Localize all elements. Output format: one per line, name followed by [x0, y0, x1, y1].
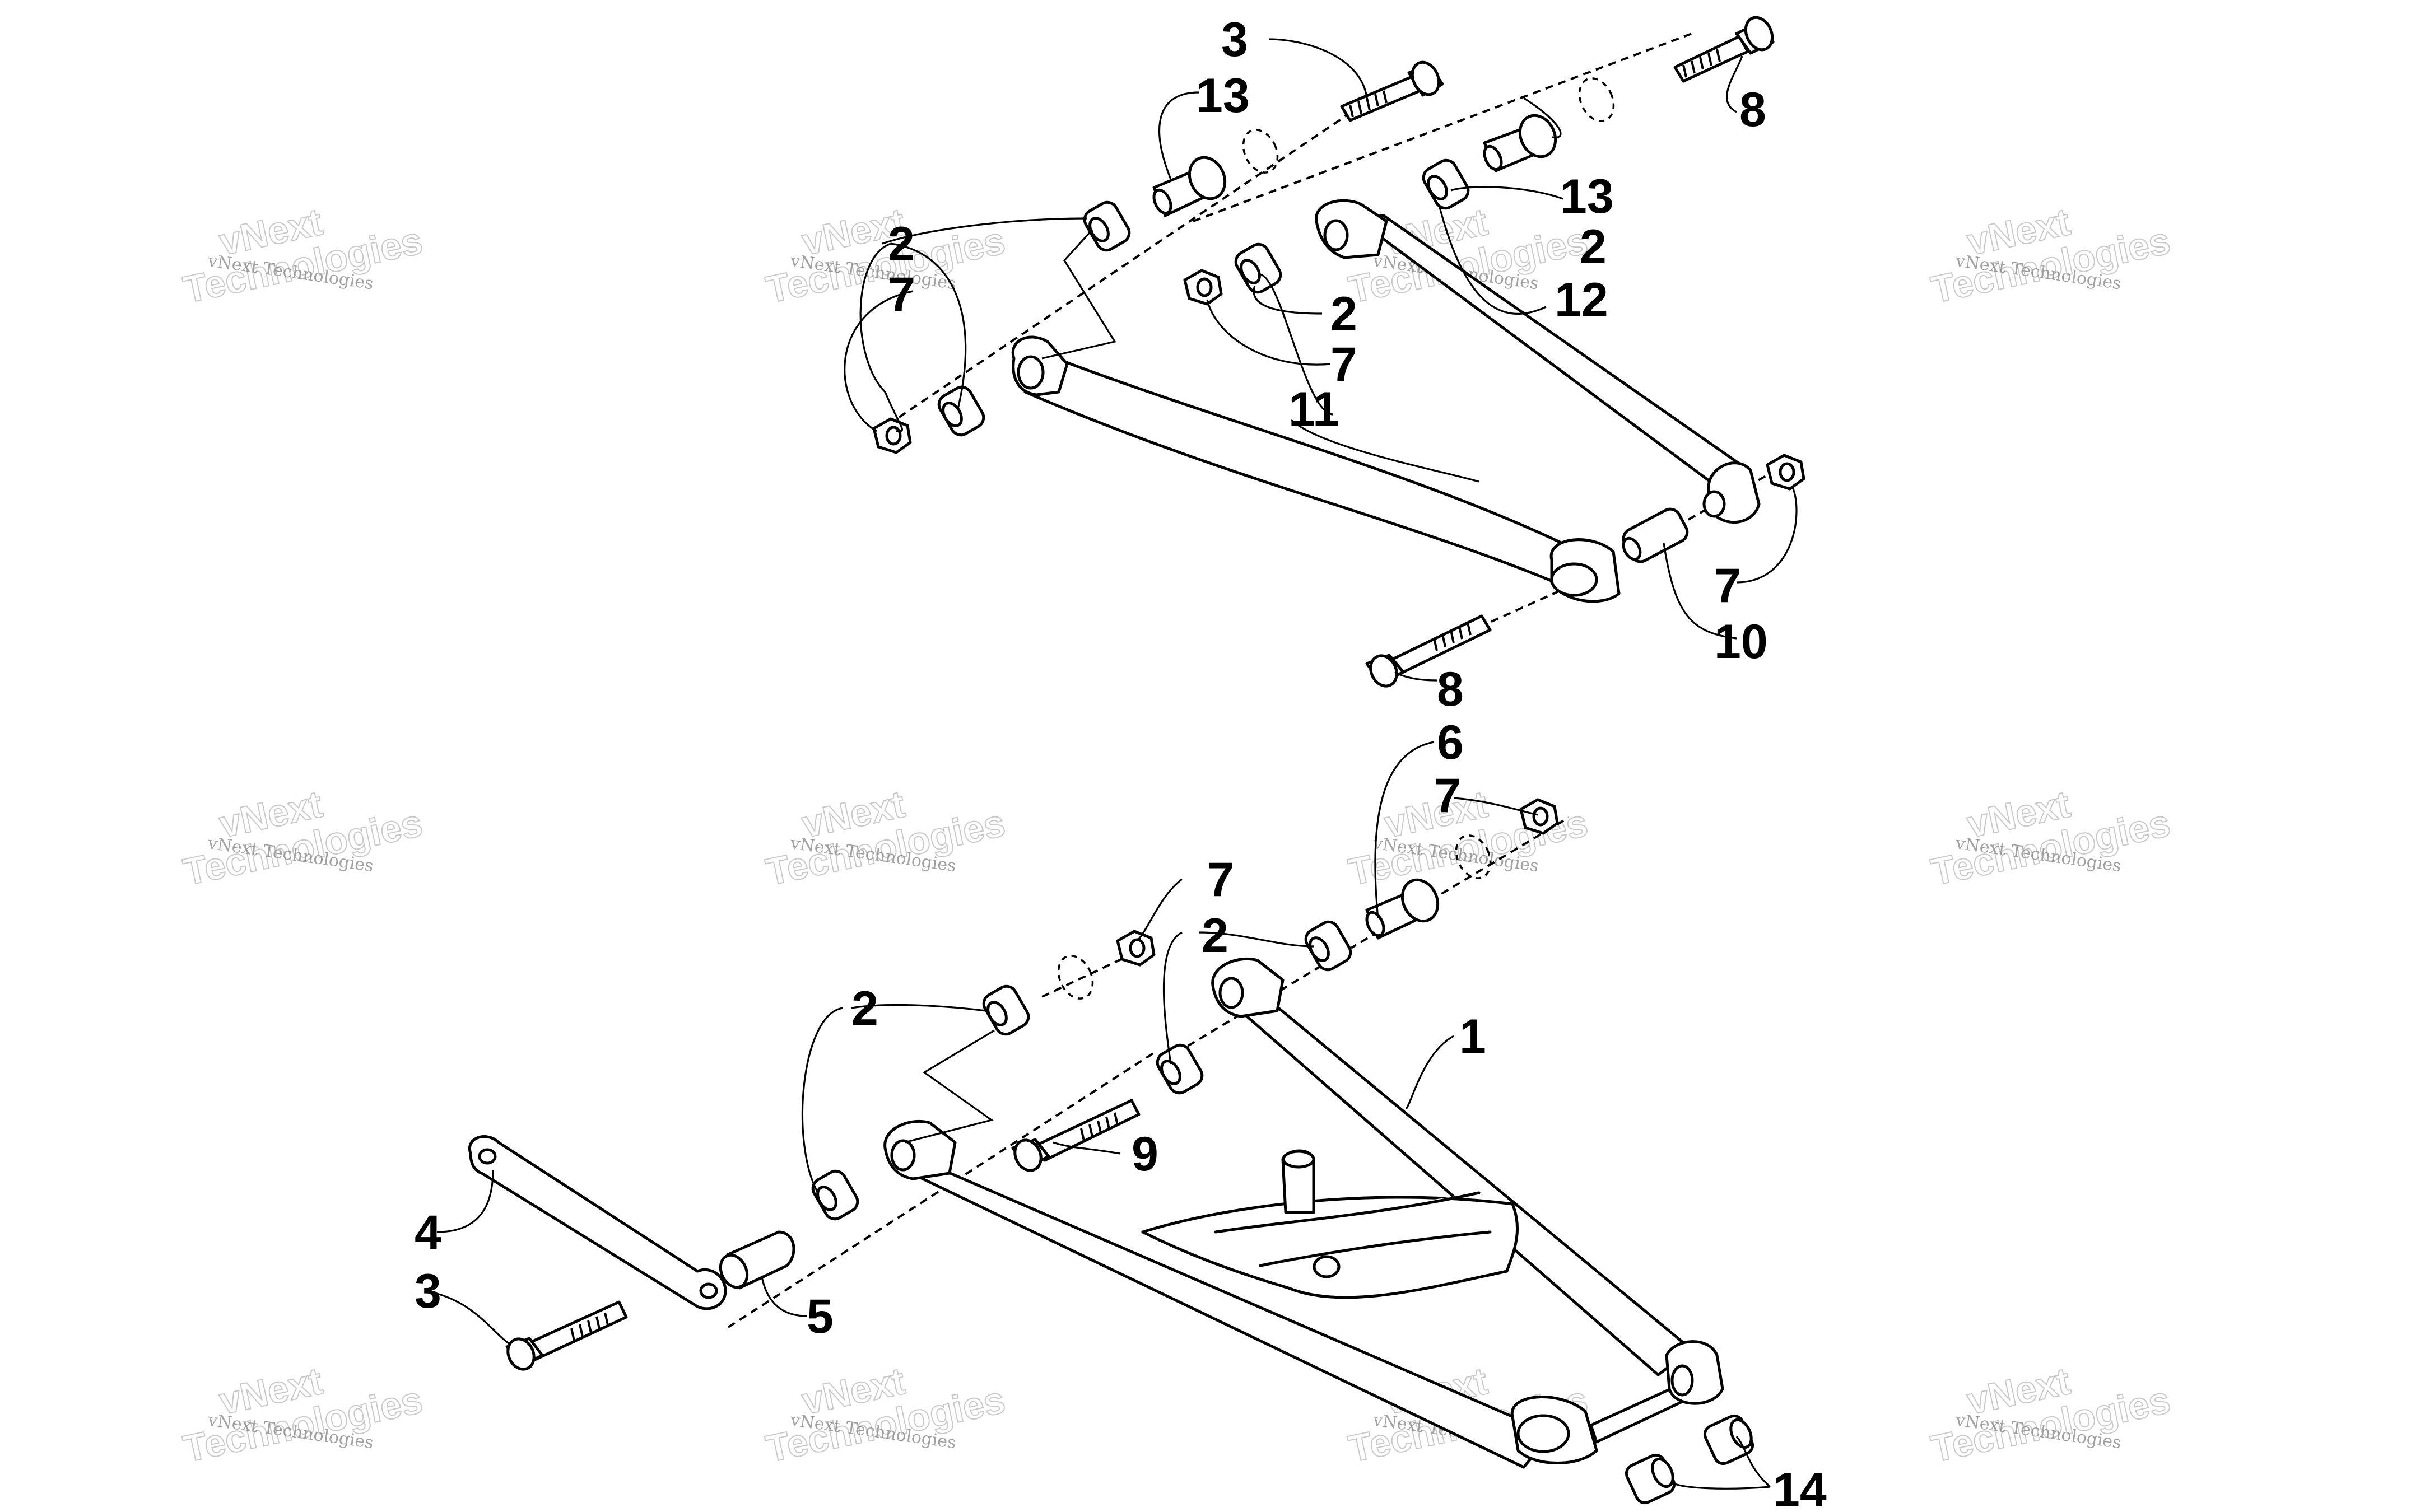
bolt-9 [1011, 1099, 1141, 1172]
axis-line [727, 1052, 1155, 1328]
callout-14: 14 [1773, 1463, 1827, 1512]
callout-9: 9 [1132, 1127, 1158, 1181]
explode-line [904, 1029, 995, 1144]
phantom-washer [1455, 834, 1492, 879]
phantom-washer [1242, 129, 1279, 174]
watermark-tile: Technologies vNext [1927, 200, 2175, 312]
callout-1: 1 [1459, 1010, 1486, 1063]
watermark-tile: Technologies vNext [1927, 1359, 2175, 1471]
axis-line [1175, 816, 1570, 1054]
spacer-13 [1483, 114, 1557, 172]
sleeve-10 [1622, 507, 1689, 563]
bolt-8 [1673, 16, 1775, 83]
bolt-8 [1365, 614, 1492, 688]
callout-3: 3 [415, 1264, 441, 1318]
watermark-tile: Technologies vNext [179, 782, 427, 894]
explode-line [1041, 228, 1116, 360]
bushing-2 [1422, 158, 1470, 210]
callout-7: 7 [1714, 559, 1741, 613]
bushing-2 [982, 984, 1030, 1036]
nut-7 [1183, 269, 1223, 306]
bushing-2 [1304, 920, 1352, 972]
watermark-tile: Technologies vNext [762, 1359, 1009, 1471]
link-4 [468, 1135, 727, 1310]
callout-13: 13 [1560, 170, 1614, 223]
upper-arm-tube-11 [1011, 335, 1621, 603]
callout-7: 7 [888, 268, 915, 321]
bushing-2 [937, 385, 985, 437]
watermark-tile: Technologies vNext [179, 200, 427, 312]
bushing-2 [1083, 200, 1131, 252]
callout-8: 8 [1739, 83, 1766, 137]
callout-10: 10 [1714, 615, 1768, 669]
callout-11: 11 [1288, 382, 1339, 436]
callout-3: 3 [1221, 13, 1248, 67]
callout-6: 6 [1437, 716, 1464, 769]
callout-2: 2 [1330, 287, 1357, 341]
bushing-14 [1703, 1414, 1755, 1466]
bushing-2 [1156, 1043, 1204, 1095]
axis-line [1478, 576, 1591, 628]
upper-a-arm-assembly [872, 16, 1805, 688]
lower-a-arm-1 [883, 957, 1724, 1469]
watermark-tile: Technologies vNext [762, 782, 1009, 894]
callout-5: 5 [807, 1290, 834, 1343]
callout-13: 13 [1196, 69, 1250, 123]
phantom-washer [1057, 955, 1094, 1000]
callout-2: 2 [851, 982, 878, 1035]
watermark-tile: Technologies vNext [762, 200, 1009, 312]
nut-7 [872, 417, 912, 454]
spacer-6 [1365, 878, 1440, 940]
phantom-washer [1578, 77, 1615, 122]
callout-2: 2 [888, 217, 915, 271]
callout-2: 2 [1202, 909, 1228, 963]
callout-8: 8 [1437, 662, 1464, 716]
nut-7 [1766, 454, 1805, 491]
nut-7 [1519, 798, 1559, 835]
spacer-13 [1152, 156, 1227, 217]
bolt-3 [505, 1300, 628, 1371]
axis-line [898, 97, 1374, 418]
callout-12: 12 [1555, 273, 1608, 327]
axis-line [1193, 32, 1692, 222]
callout-2: 2 [1580, 220, 1607, 274]
callout-labels: 3 13 2 7 11 2 7 8 13 2 12 7 10 8 6 7 7 2… [415, 13, 1827, 1512]
bolt-3 [1340, 60, 1444, 122]
leader-lines [436, 38, 1798, 1490]
upper-arm-tube-12 [1315, 199, 1761, 524]
bushing-2 [811, 1169, 859, 1221]
callout-7: 7 [1207, 853, 1234, 907]
watermark-tile: Technologies vNext [1927, 782, 2175, 894]
bushing-2 [1234, 242, 1282, 294]
sleeve-5 [719, 1230, 795, 1290]
bushing-14 [1625, 1453, 1676, 1505]
watermark-tile: Technologies vNext [179, 1359, 427, 1471]
callout-7: 7 [1434, 769, 1461, 823]
callout-4: 4 [415, 1206, 441, 1259]
lower-a-arm-assembly [468, 798, 1755, 1505]
callout-7: 7 [1330, 338, 1357, 391]
nut-7 [1116, 930, 1156, 967]
